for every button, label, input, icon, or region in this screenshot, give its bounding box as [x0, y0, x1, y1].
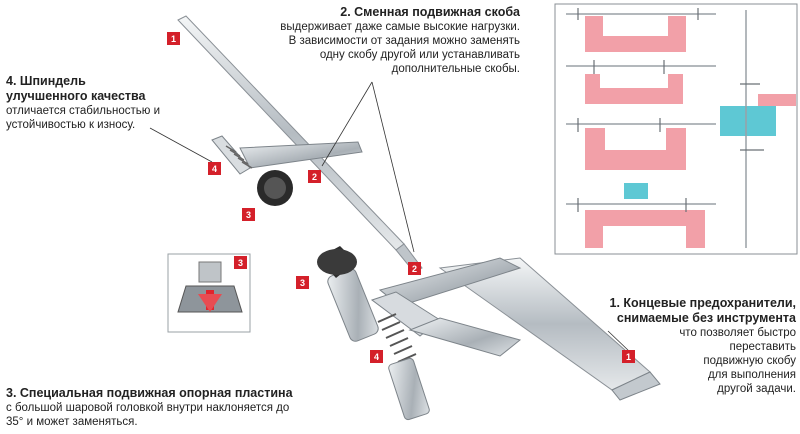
feature-4-title-line2: улучшенного качества [6, 89, 146, 103]
feature-2-block: 2. Сменная подвижная скоба выдерживает д… [240, 5, 520, 76]
svg-text:2: 2 [412, 264, 417, 274]
lower-clamp-drawing [317, 246, 661, 421]
feature-1-line: другой задачи. [717, 383, 796, 395]
badge-3-lower: 3 [296, 276, 309, 289]
svg-text:4: 4 [374, 352, 379, 362]
svg-text:1: 1 [171, 34, 176, 44]
badge-3-upper: 3 [242, 208, 255, 221]
badge-1-lower: 1 [622, 350, 635, 363]
feature-1-line: что позволяет быстро [679, 327, 796, 339]
feature-1-title-line1: 1. Концевые предохранители, [609, 296, 796, 310]
feature-4-block: 4. Шпиндель улучшенного качества отличае… [6, 74, 181, 132]
badge-3-inset: 3 [234, 256, 247, 269]
svg-text:3: 3 [238, 258, 243, 268]
feature-3-line: с большой шаровой головкой внутри наклон… [6, 402, 290, 414]
badge-1-top: 1 [167, 32, 180, 45]
svg-text:3: 3 [300, 278, 305, 288]
feature-3-title: 3. Специальная подвижная опорная пластин… [6, 386, 293, 400]
feature-1-block: 1. Концевые предохранители, снимаемые бе… [586, 296, 796, 396]
callout-lines [149, 81, 631, 353]
feature-2-line: одну скобу другой или устанавливать [319, 49, 520, 61]
feature-2-title: 2. Сменная подвижная скоба [340, 5, 520, 19]
upper-clamp-drawing [177, 15, 423, 273]
feature-2-line: В зависимости от задания можно заменять [288, 35, 520, 47]
badge-4-upper: 4 [208, 162, 221, 175]
feature-2-line: выдерживает даже самые высокие нагрузки. [280, 21, 520, 33]
badge-2-lower: 2 [408, 262, 421, 275]
feature-3-line: 35° и может заменяться. [6, 416, 138, 428]
feature-1-title-line2: снимаемые без инструмента [616, 311, 796, 325]
badge-4-lower: 4 [370, 350, 383, 363]
feature-2-line: дополнительные скобы. [391, 63, 520, 75]
svg-text:2: 2 [312, 172, 317, 182]
feature-1-line: переставить [729, 341, 797, 353]
badge-2-upper: 2 [308, 170, 321, 183]
svg-text:4: 4 [212, 164, 217, 174]
svg-text:1: 1 [626, 352, 631, 362]
usage-diagram [554, 3, 798, 255]
feature-3-block: 3. Специальная подвижная опорная пластин… [6, 386, 306, 429]
feature-4-title-line1: 4. Шпиндель [6, 74, 86, 88]
feature-1-line: подвижную скобу [703, 355, 796, 367]
feature-4-line: отличается стабильностью и [6, 105, 160, 117]
svg-text:3: 3 [246, 210, 251, 220]
feature-1-line: для выполнения [707, 369, 796, 381]
feature-4-line: устойчивостью к износу. [6, 119, 136, 131]
